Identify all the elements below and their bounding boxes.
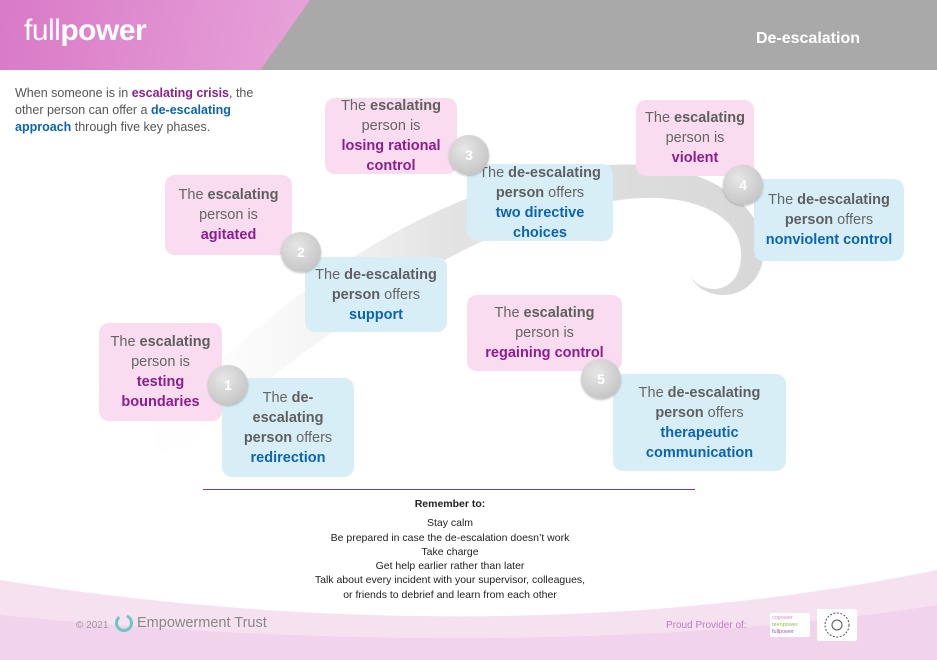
phase-5-escalating-card: The escalating person is regaining contr… (467, 295, 622, 371)
phase-2-deescalating-card: The de-escalating person offers support (305, 257, 447, 332)
phase-1-escalating-card: The escalating person is testing boundar… (99, 323, 222, 421)
empowerment-trust-name: Empowerment Trust (137, 615, 267, 631)
footer-wave (0, 570, 937, 660)
remember-section: Remember to: Stay calm Be prepared in ca… (200, 497, 700, 602)
programme-badge: copower teenpower fullpower (770, 613, 810, 637)
remember-item: Stay calm (426, 517, 474, 530)
phase-3-escalating-card: The escalating person is losing rational… (325, 98, 457, 174)
empowerment-logo-icon (115, 614, 133, 632)
phase-4-escalating-card: The escalating person is violent (636, 100, 754, 176)
phase-2-escalating-card: The escalating person is agitated (165, 175, 292, 255)
provider-label: Proud Provider of: (666, 620, 747, 631)
copyright-text: © 2021 (76, 620, 109, 631)
header-accent (0, 0, 310, 70)
remember-title: Remember to: (414, 498, 486, 510)
background-swirl (120, 164, 764, 461)
seal-badge-icon (817, 609, 857, 641)
remember-item: Take charge (421, 545, 479, 558)
fullpower-logo: fullpower (24, 14, 147, 47)
intro-text: When someone is in escalating crisis, th… (15, 86, 254, 134)
phase-4-deescalating-card: The de-escalating person offers nonviole… (754, 179, 904, 261)
section-divider (203, 489, 695, 490)
phase-1-number-badge: 1 (208, 365, 248, 405)
phase-3-deescalating-card: The de-escalating person offers two dire… (467, 164, 613, 241)
header-bar: fullpower De-escalation (0, 0, 937, 70)
remember-item: Be prepared in case the de-escalation do… (330, 531, 570, 544)
remember-item: or friends to debrief and learn from eac… (343, 588, 557, 601)
phase-5-deescalating-card: The de-escalating person offers therapeu… (613, 374, 786, 471)
remember-item: Talk about every incident with your supe… (314, 574, 586, 587)
phase-3-number-badge: 3 (449, 135, 489, 175)
page-title: De-escalation (755, 30, 860, 47)
phase-4-number-badge: 4 (723, 165, 763, 205)
phase-2-number-badge: 2 (281, 232, 321, 272)
phase-5-number-badge: 5 (581, 359, 621, 399)
remember-item: Get help earlier rather than later (375, 560, 525, 573)
